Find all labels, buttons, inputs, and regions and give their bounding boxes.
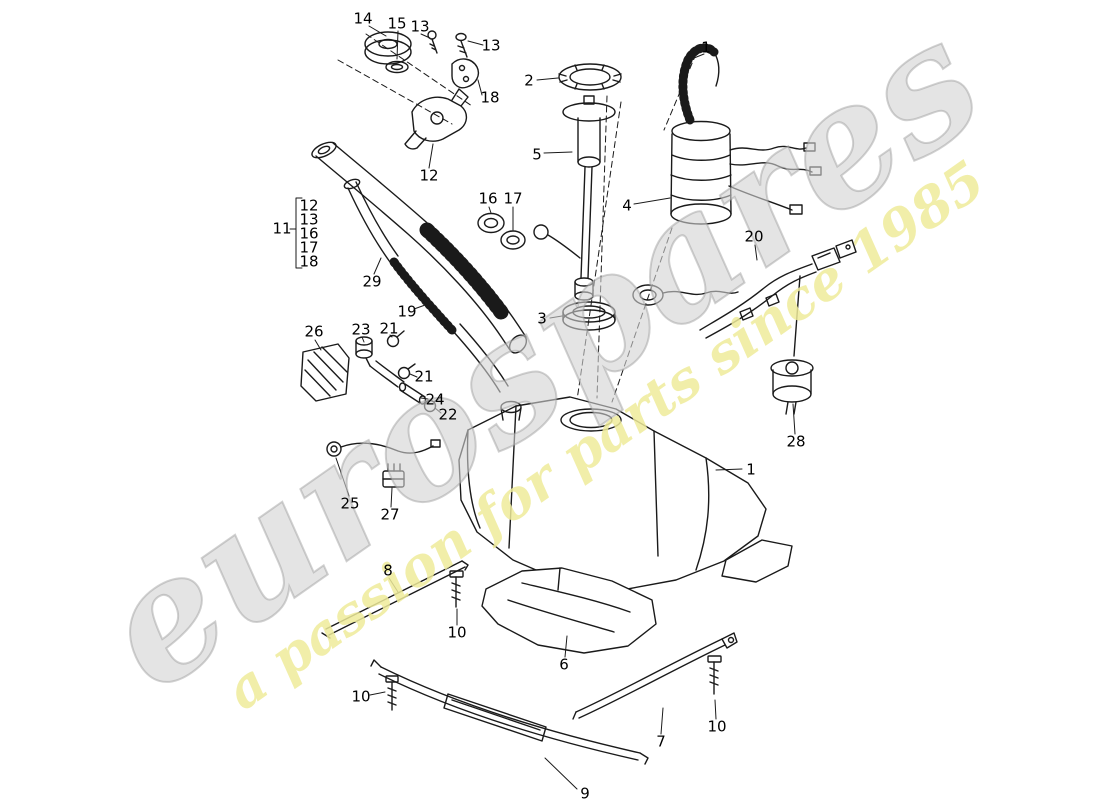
part-callout-29: 29 xyxy=(362,273,381,291)
part-callout-21: 21 xyxy=(379,320,398,338)
part-callout-3: 3 xyxy=(537,310,547,328)
part-callout-18: 18 xyxy=(480,89,499,107)
part-callout-6: 6 xyxy=(559,656,569,674)
part-callout-21: 21 xyxy=(414,368,433,386)
heat-shield xyxy=(481,567,657,654)
filler-pipe xyxy=(311,141,528,354)
bracket-18 xyxy=(451,58,480,89)
part-callout-13: 13 xyxy=(481,37,500,55)
part-callout-23: 23 xyxy=(351,321,370,339)
leader-lines xyxy=(314,25,796,790)
part-callout-9: 9 xyxy=(580,785,590,800)
part-callout-17: 17 xyxy=(503,190,522,208)
part-callout-7: 7 xyxy=(656,733,666,751)
part-callout-28: 28 xyxy=(786,433,805,451)
part-callout-19: 19 xyxy=(397,303,416,321)
part-callout-12: 12 xyxy=(299,197,318,215)
part-callout-27: 27 xyxy=(380,506,399,524)
fuel-tank xyxy=(458,396,793,591)
part-callout-22: 22 xyxy=(438,406,457,424)
part-callout-13: 13 xyxy=(410,18,429,36)
part-callout-16: 16 xyxy=(299,225,318,243)
part-callout-24: 24 xyxy=(425,391,444,409)
strap-right xyxy=(572,632,738,720)
filler-neck-head xyxy=(404,88,469,150)
part-callout-4: 4 xyxy=(622,197,632,215)
part-callout-1: 1 xyxy=(701,39,711,57)
seal-ring xyxy=(562,301,616,331)
construction-lines xyxy=(337,33,697,403)
fuel-cap-group xyxy=(364,30,468,74)
group-bracket-11 xyxy=(289,197,303,269)
part-callout-14: 14 xyxy=(353,10,372,28)
parts-illustration xyxy=(289,25,857,790)
vent-valve xyxy=(770,359,814,415)
part-callout-10: 10 xyxy=(707,718,726,736)
part-callout-8: 8 xyxy=(383,562,393,580)
part-callout-16: 16 xyxy=(478,190,497,208)
part-callout-10: 10 xyxy=(351,688,370,706)
fuel-pump-module xyxy=(632,43,822,306)
strap-bottom xyxy=(370,659,649,765)
part-callout-5: 5 xyxy=(532,146,542,164)
part-callout-15: 15 xyxy=(387,15,406,33)
vent-pipe xyxy=(343,178,509,393)
wiring-harness xyxy=(699,239,857,357)
part-callout-18: 18 xyxy=(299,253,318,271)
part-callout-25: 25 xyxy=(340,495,359,513)
part-callout-26: 26 xyxy=(304,323,323,341)
mounting-screws xyxy=(385,570,722,711)
part-callout-12: 12 xyxy=(419,167,438,185)
gaskets xyxy=(477,212,526,250)
part-callout-17: 17 xyxy=(299,239,318,257)
part-callout-2: 2 xyxy=(524,72,534,90)
locking-ring xyxy=(558,63,622,91)
part-callout-10: 10 xyxy=(447,624,466,642)
part-callout-13: 13 xyxy=(299,211,318,229)
hose-and-valve-cluster xyxy=(300,330,442,488)
fuel-level-sender xyxy=(533,95,616,301)
part-callout-1: 1 xyxy=(746,461,756,479)
part-callout-20: 20 xyxy=(744,228,763,246)
part-callout-11: 11 xyxy=(272,220,291,238)
